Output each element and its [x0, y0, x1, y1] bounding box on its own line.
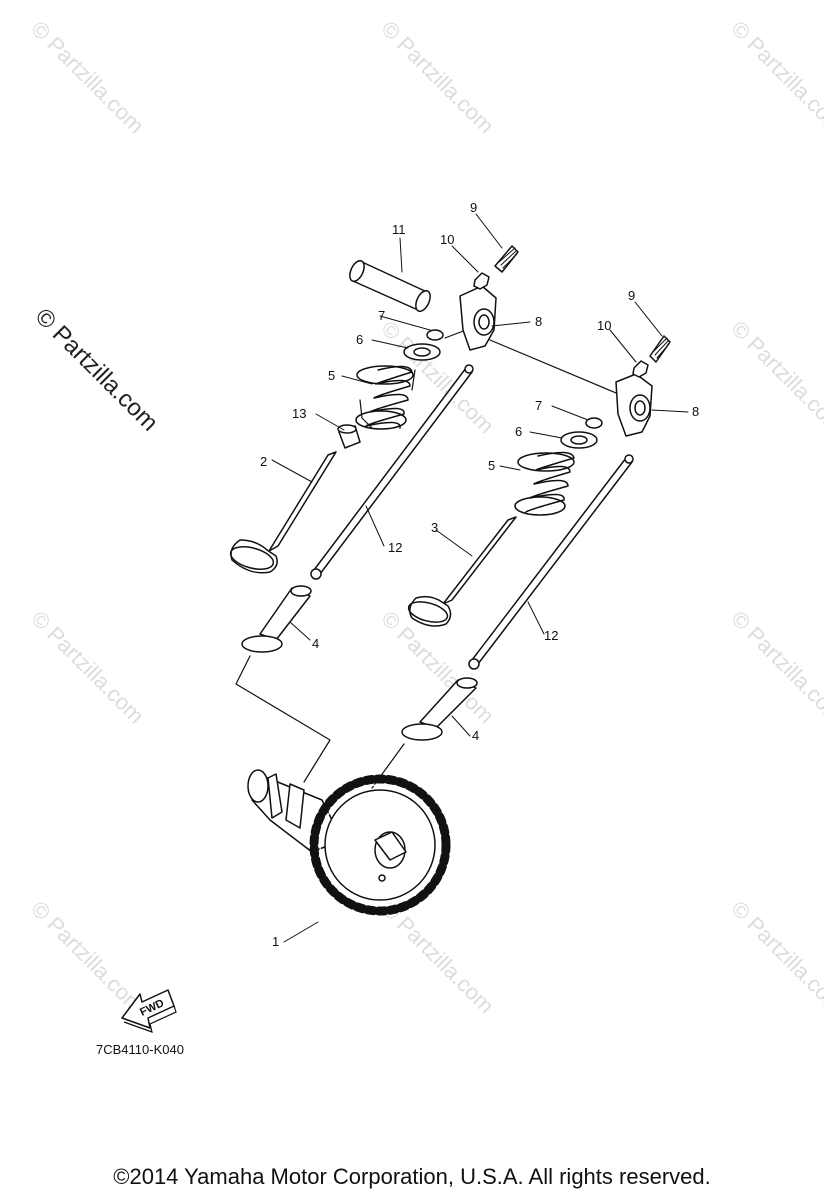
callout-12-right: 12	[544, 628, 558, 643]
lock-nut-part-10-left	[473, 272, 490, 290]
watermark-11: © Partzilla.com	[726, 896, 824, 1019]
callout-7-right: 7	[535, 398, 542, 413]
callout-10-left: 10	[440, 232, 454, 247]
leader-lines	[271, 213, 689, 943]
callout-6-left: 6	[356, 332, 363, 347]
spring-retainer-part-6-right	[560, 431, 598, 449]
valve-part-2	[229, 451, 337, 574]
callout-8-right: 8	[692, 404, 699, 419]
valve-part-3	[407, 516, 517, 627]
watermark-2: © Partzilla.com	[376, 16, 499, 139]
valve-cotter-part-7-right	[585, 417, 603, 429]
callout-12-left: 12	[388, 540, 402, 555]
callout-2: 2	[260, 454, 267, 469]
diagram-code: 7CB4110-K040	[96, 1042, 184, 1057]
adjuster-screw-part-9-right	[649, 335, 671, 363]
callout-9-right: 9	[628, 288, 635, 303]
spring-retainer-part-6-left	[403, 343, 441, 361]
copyright-notice: ©2014 Yamaha Motor Corporation, U.S.A. A…	[113, 1164, 711, 1189]
rocker-arm-part-8-right	[615, 373, 653, 437]
watermark-1: © Partzilla.com	[26, 16, 149, 139]
watermark-9: © Partzilla.com	[26, 896, 149, 1019]
callout-3: 3	[431, 520, 438, 535]
push-rod-part-12-left	[310, 364, 474, 580]
watermark-8: © Partzilla.com	[726, 606, 824, 729]
valve-spring-part-5-left	[355, 365, 416, 430]
callout-11: 11	[392, 222, 406, 237]
watermark-10: © Partzilla.com	[376, 896, 499, 1019]
valve-lifter-part-4-right	[401, 677, 478, 741]
valve-lifter-part-4-left	[241, 585, 312, 653]
callout-9-left: 9	[470, 200, 477, 215]
fwd-arrow-icon: FWD	[121, 989, 177, 1033]
camshaft-part-1	[247, 769, 451, 916]
callout-7-left: 7	[378, 308, 385, 323]
callout-8-left: 8	[535, 314, 542, 329]
callout-5-left: 5	[328, 368, 335, 383]
valve-stem-seal-part-13	[337, 424, 361, 449]
callout-1: 1	[272, 934, 279, 949]
watermark-6: © Partzilla.com	[26, 606, 149, 729]
callout-4-left: 4	[312, 636, 319, 651]
push-rod-part-12-right	[468, 454, 634, 670]
callout-13: 13	[292, 406, 306, 421]
rocker-arm-part-8-left	[459, 285, 497, 351]
callout-10-right: 10	[597, 318, 611, 333]
adjuster-screw-part-9-left	[494, 245, 519, 273]
watermark-3: © Partzilla.com	[726, 16, 824, 139]
callout-6-right: 6	[515, 424, 522, 439]
callouts: 11 9 10 8 7 6 5 13 2 12 9 10 8 7 6 5 3 1…	[260, 200, 699, 949]
watermark-5: © Partzilla.com	[726, 316, 824, 439]
valve-cotter-part-7-left	[426, 329, 444, 341]
side-watermark: © Partzilla.com	[30, 303, 163, 436]
callout-5-right: 5	[488, 458, 495, 473]
rocker-shaft-part-11	[349, 259, 431, 313]
callout-4-right: 4	[472, 728, 479, 743]
lock-nut-part-10-right	[632, 360, 649, 378]
valve-spring-part-5-right	[514, 451, 575, 516]
